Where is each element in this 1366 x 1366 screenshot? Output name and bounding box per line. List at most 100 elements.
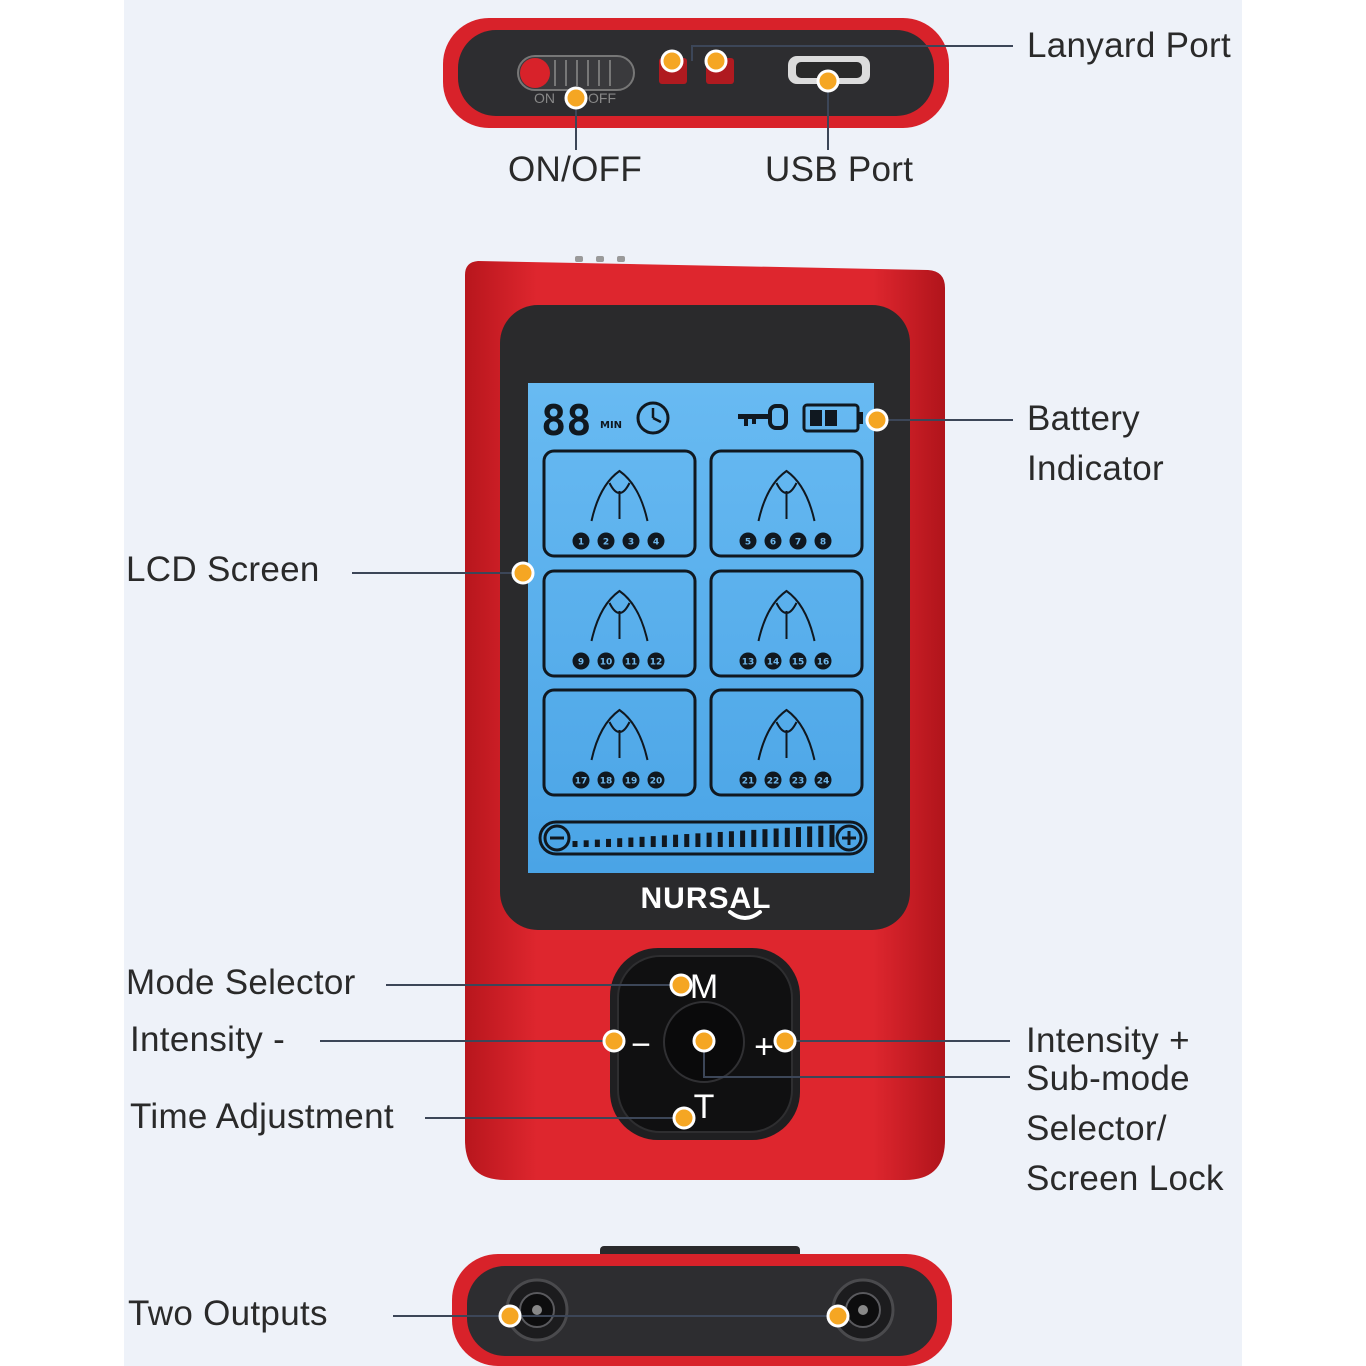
dot-output-right xyxy=(826,1304,850,1328)
label-battery-indicator: Battery Indicator xyxy=(1027,394,1164,494)
program-number-badge xyxy=(647,652,665,670)
label-submode: Sub-mode Selector/ Screen Lock xyxy=(1026,1054,1224,1204)
program-number-badge xyxy=(764,771,782,789)
label-on-off: ON/OFF xyxy=(508,150,643,189)
intensity-segment xyxy=(728,831,734,847)
finger-massage-icon xyxy=(590,708,649,761)
program-number-badge xyxy=(647,771,665,789)
intensity-segment xyxy=(740,830,746,847)
brand-logo: NURSAL xyxy=(641,882,772,915)
program-number-badge xyxy=(789,771,807,789)
label-intensity-minus: Intensity - xyxy=(130,1020,286,1059)
program-number-badge xyxy=(572,652,590,670)
intensity-minus-icon xyxy=(543,824,571,852)
program-number-badge xyxy=(572,771,590,789)
program-number: 7 xyxy=(795,538,801,548)
output-jack-left[interactable] xyxy=(505,1278,569,1342)
program-number: 18 xyxy=(600,777,613,787)
label-battery-line2: Indicator xyxy=(1027,449,1164,488)
label-intensity-plus: Intensity + xyxy=(1026,1021,1190,1060)
dot-lcd xyxy=(511,561,535,585)
program-number-badge xyxy=(572,532,590,550)
dot-on-off xyxy=(564,86,588,110)
program-number: 11 xyxy=(625,658,638,668)
intensity-segment xyxy=(617,838,623,847)
intensity-segment xyxy=(762,829,768,847)
intensity-segment xyxy=(661,835,667,847)
program-number-badge xyxy=(622,652,640,670)
intensity-segment xyxy=(594,839,600,847)
program-number: 13 xyxy=(742,658,755,668)
program-number: 4 xyxy=(653,538,659,548)
brand-smile-icon xyxy=(728,910,762,920)
minus-key[interactable]: − xyxy=(631,1026,651,1064)
label-submode-line1: Sub-mode xyxy=(1026,1059,1190,1098)
intensity-segment xyxy=(807,826,813,847)
dot-battery xyxy=(865,408,889,432)
hand-massage-icon xyxy=(757,469,816,522)
intensity-segment xyxy=(829,825,835,847)
leader-lines xyxy=(320,45,1013,1317)
mode-key[interactable]: M xyxy=(690,968,718,1006)
program-number: 17 xyxy=(575,777,588,787)
intensity-segment xyxy=(751,829,757,847)
intensity-segment xyxy=(818,825,824,847)
dot-intensity-minus xyxy=(602,1029,626,1053)
program-number: 2 xyxy=(603,538,609,548)
body-massage-icon xyxy=(757,589,816,642)
lcd-screen xyxy=(528,383,874,873)
bottom-view xyxy=(452,1246,952,1366)
device-top-ridges xyxy=(575,256,625,262)
program-number-badge xyxy=(739,771,757,789)
time-key[interactable]: T xyxy=(694,1088,715,1126)
program-number-badge xyxy=(622,532,640,550)
intensity-segment xyxy=(706,832,712,847)
intensity-segment xyxy=(650,836,656,847)
battery-icon xyxy=(802,403,863,433)
program-number: 12 xyxy=(650,658,663,668)
program-number: 22 xyxy=(767,777,780,787)
plus-key[interactable]: + xyxy=(754,1028,774,1066)
intensity-segment xyxy=(583,840,589,847)
program-number-badge xyxy=(789,532,807,550)
label-usb-port: USB Port xyxy=(765,150,914,189)
program-number: 24 xyxy=(817,777,830,787)
program-number: 16 xyxy=(817,658,830,668)
program-number: 1 xyxy=(578,538,584,548)
program-number: 15 xyxy=(792,658,805,668)
label-mode-selector: Mode Selector xyxy=(126,963,356,1002)
intensity-segment xyxy=(673,834,679,847)
program-number-badge xyxy=(597,652,615,670)
label-lcd-screen: LCD Screen xyxy=(126,550,320,589)
program-number-badge xyxy=(647,532,665,550)
program-box: 13 14 15 16 xyxy=(709,569,864,678)
intensity-segment xyxy=(684,834,690,847)
program-number-badge xyxy=(739,532,757,550)
program-number-badge xyxy=(764,652,782,670)
top-view: ON OFF xyxy=(443,18,949,128)
program-number: 10 xyxy=(600,658,613,668)
acupuncture-icon xyxy=(590,589,649,642)
program-number-badge xyxy=(789,652,807,670)
label-battery-line1: Battery xyxy=(1027,399,1140,438)
switch-off-text: OFF xyxy=(588,90,616,106)
program-number: 3 xyxy=(628,538,634,548)
on-off-switch[interactable]: ON OFF xyxy=(517,55,635,106)
tai-chi-icon xyxy=(757,708,816,761)
switch-on-text: ON xyxy=(534,90,555,106)
dot-mode xyxy=(669,973,693,997)
label-time-adjustment: Time Adjustment xyxy=(130,1097,394,1136)
dot-lanyard-left xyxy=(660,49,684,73)
program-number-badge xyxy=(764,532,782,550)
intensity-segment xyxy=(773,828,779,847)
program-number: 14 xyxy=(767,658,780,668)
program-number-badge xyxy=(814,771,832,789)
dot-lanyard-right xyxy=(704,49,728,73)
intensity-segment xyxy=(784,827,790,847)
program-number: 20 xyxy=(650,777,663,787)
intensity-segment xyxy=(717,831,723,847)
